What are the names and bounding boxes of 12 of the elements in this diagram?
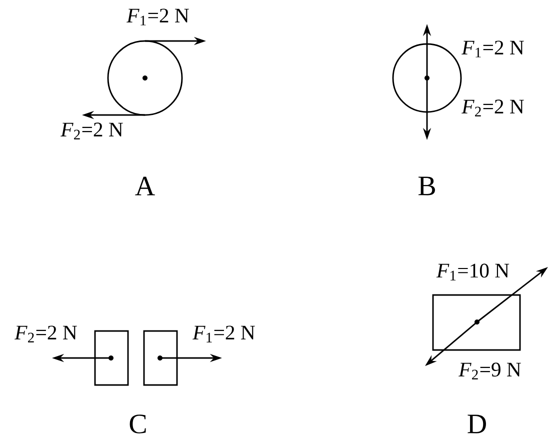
panel-label: D bbox=[468, 414, 486, 434]
force-label: F$_{1}$=2 N bbox=[126, 8, 189, 26]
force-label: F$_{1}$=2 N bbox=[192, 326, 255, 342]
panel-label: C bbox=[130, 414, 146, 434]
force-label: F$_{2}$=2 N bbox=[462, 100, 524, 116]
force-label: F$_{2}$=2 N bbox=[14, 326, 77, 342]
force-label: F$_{2}$=2 N bbox=[60, 122, 123, 140]
force-label: F$_{1}$=10 N bbox=[436, 264, 510, 280]
panel-label: A bbox=[135, 176, 155, 196]
panel-label: B bbox=[418, 176, 435, 196]
force-label: F$_{2}$=9 N bbox=[458, 362, 521, 380]
force-label: F$_{1}$=2 N bbox=[462, 40, 524, 58]
